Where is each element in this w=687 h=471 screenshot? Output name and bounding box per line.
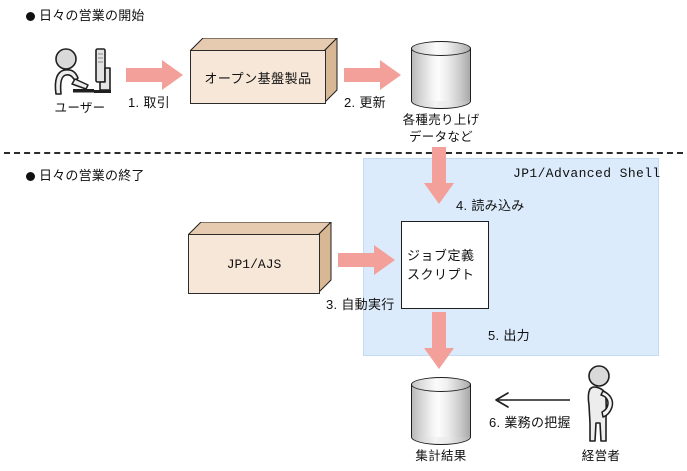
step-label-1: 1. 取引 <box>128 95 170 110</box>
section-heading-start-label: 日々の営業の開始 <box>39 8 145 23</box>
arrow-step-2 <box>344 60 401 90</box>
node-open-platform-product: オープン基盤製品 <box>190 38 338 104</box>
section-heading-start: 日々の営業の開始 <box>26 8 145 24</box>
aggregate-result-top <box>411 377 471 392</box>
job-script-line1: ジョブ定義 <box>407 248 475 263</box>
jp1-advanced-shell-region-label: JP1/Advanced Shell <box>513 166 661 181</box>
aggregate-result-caption: 集計結果 <box>415 449 467 463</box>
bullet-icon-2 <box>26 172 35 181</box>
jp1-ajs-label: JP1/AJS <box>226 256 282 272</box>
aggregate-result-body <box>411 384 471 437</box>
sales-data-body <box>411 48 471 101</box>
arrow-step-6 <box>494 392 570 408</box>
node-jp1-ajs: JP1/AJS <box>188 222 332 294</box>
job-script-text: ジョブ定義 スクリプト <box>407 246 486 284</box>
sales-data-caption-line1: 各種売り上げ <box>402 113 480 127</box>
node-aggregate-result <box>411 377 471 445</box>
step-label-3: 3. 自動実行 <box>326 297 395 312</box>
section-heading-end: 日々の営業の終了 <box>26 168 145 184</box>
open-platform-product-label: オープン基盤製品 <box>204 70 312 86</box>
sales-data-top <box>411 41 471 56</box>
arrow-step-1 <box>126 60 183 90</box>
arrow-step-3 <box>338 245 395 275</box>
standing-person-icon <box>579 365 623 445</box>
person-at-computer-icon <box>48 46 112 98</box>
jp1-ajs-front: JP1/AJS <box>188 234 320 294</box>
sales-data-caption-line2: データなど <box>408 130 473 144</box>
manager-caption: 経営者 <box>581 449 621 463</box>
user-caption: ユーザー <box>54 101 106 115</box>
arrow-step-5 <box>424 312 454 369</box>
open-platform-product-front: オープン基盤製品 <box>190 50 326 104</box>
step-label-5: 5. 出力 <box>488 328 530 343</box>
step-label-4: 4. 読み込み <box>456 198 525 213</box>
node-sales-data <box>411 41 471 109</box>
arrow-step-4 <box>424 147 454 204</box>
bullet-icon <box>26 12 35 21</box>
section-heading-end-label: 日々の営業の終了 <box>39 168 145 183</box>
node-job-definition-script: ジョブ定義 スクリプト <box>401 221 489 309</box>
step-label-6: 6. 業務の把握 <box>489 415 571 430</box>
step-label-2: 2. 更新 <box>344 95 386 110</box>
job-script-line2: スクリプト <box>407 267 475 282</box>
section-divider <box>4 152 683 154</box>
